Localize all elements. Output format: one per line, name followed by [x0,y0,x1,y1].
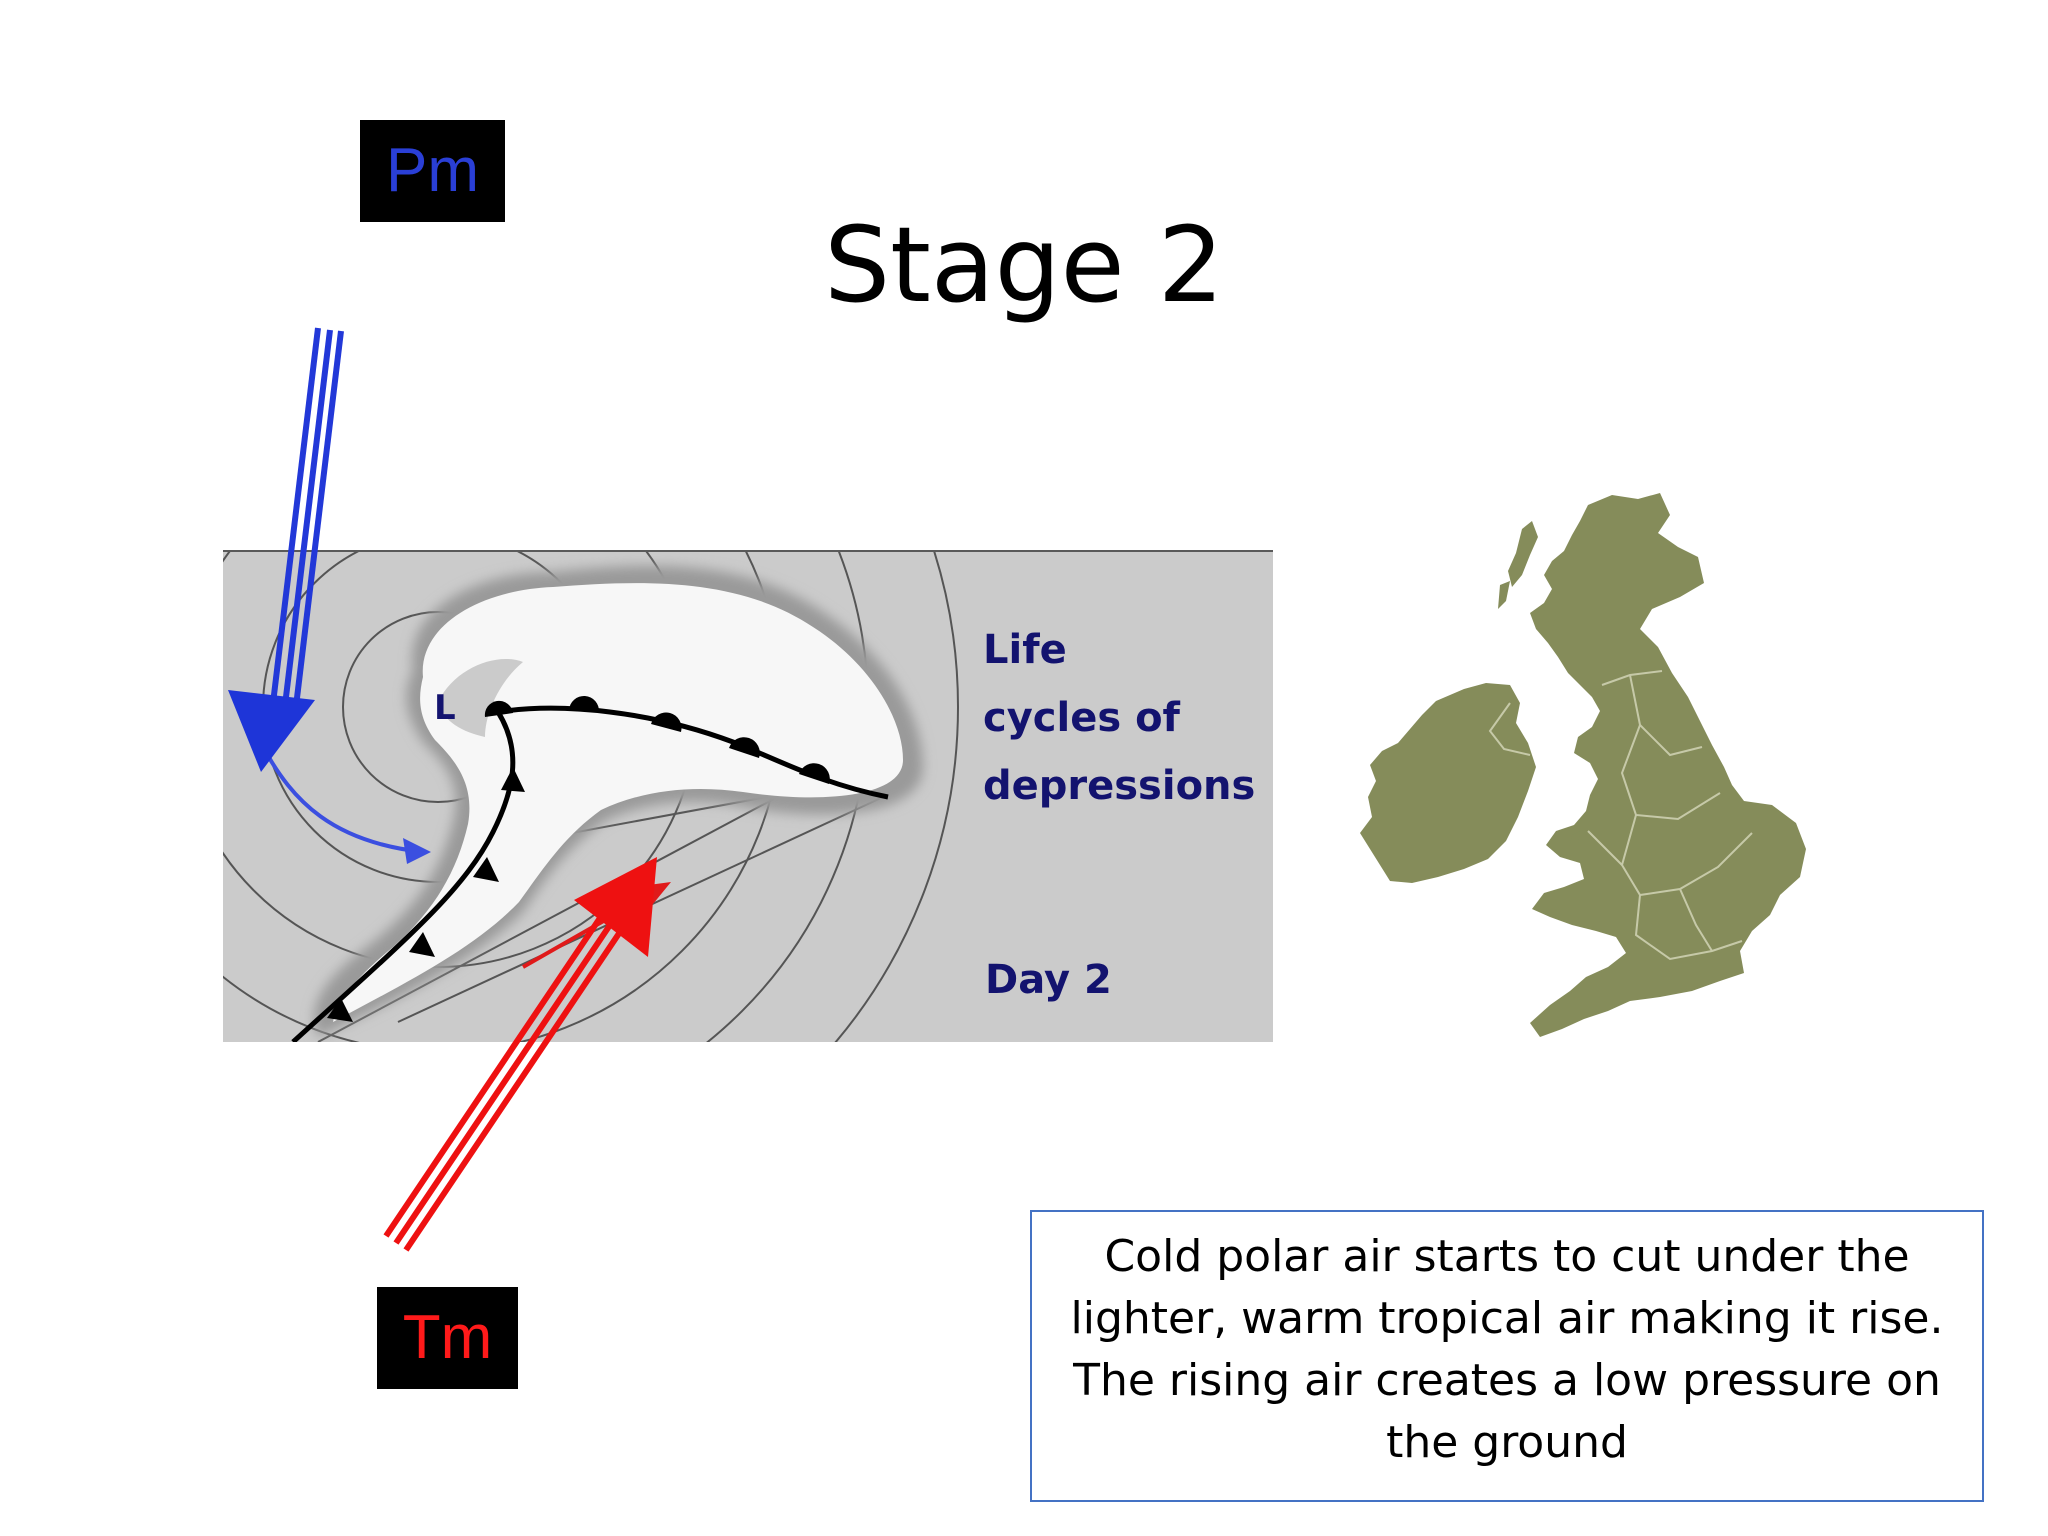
depression-diagram: L Life cycles of depressions Day 2 [223,550,1273,1042]
slide-title: Stage 2 [824,204,1224,326]
low-pressure-label: L [434,688,456,728]
regional-boundaries [1488,670,1753,961]
diagram-heading-line: Life [983,627,1067,673]
depression-diagram-graphic [223,552,959,1042]
british-isles-map [1360,493,1806,1037]
diagram-heading: Life cycles of depressions [983,616,1255,820]
tm-air-mass-label: Tm [377,1287,518,1389]
tm-label-text: Tm [402,1303,493,1372]
pm-air-mass-label: Pm [360,120,505,222]
diagram-heading-line: cycles of [983,695,1180,741]
diagram-heading-line: depressions [983,763,1256,809]
pm-label-text: Pm [386,136,479,205]
warm-front-semicircles [484,695,830,784]
cold-front-triangles [327,767,525,1022]
caption-box: Cold polar air starts to cut under the l… [1030,1210,1984,1502]
polar-air-arrow [228,327,344,772]
tropical-air-arrow [383,857,657,1252]
map-landmass [1360,493,1806,1037]
diagram-day-label: Day 2 [985,957,1112,1003]
